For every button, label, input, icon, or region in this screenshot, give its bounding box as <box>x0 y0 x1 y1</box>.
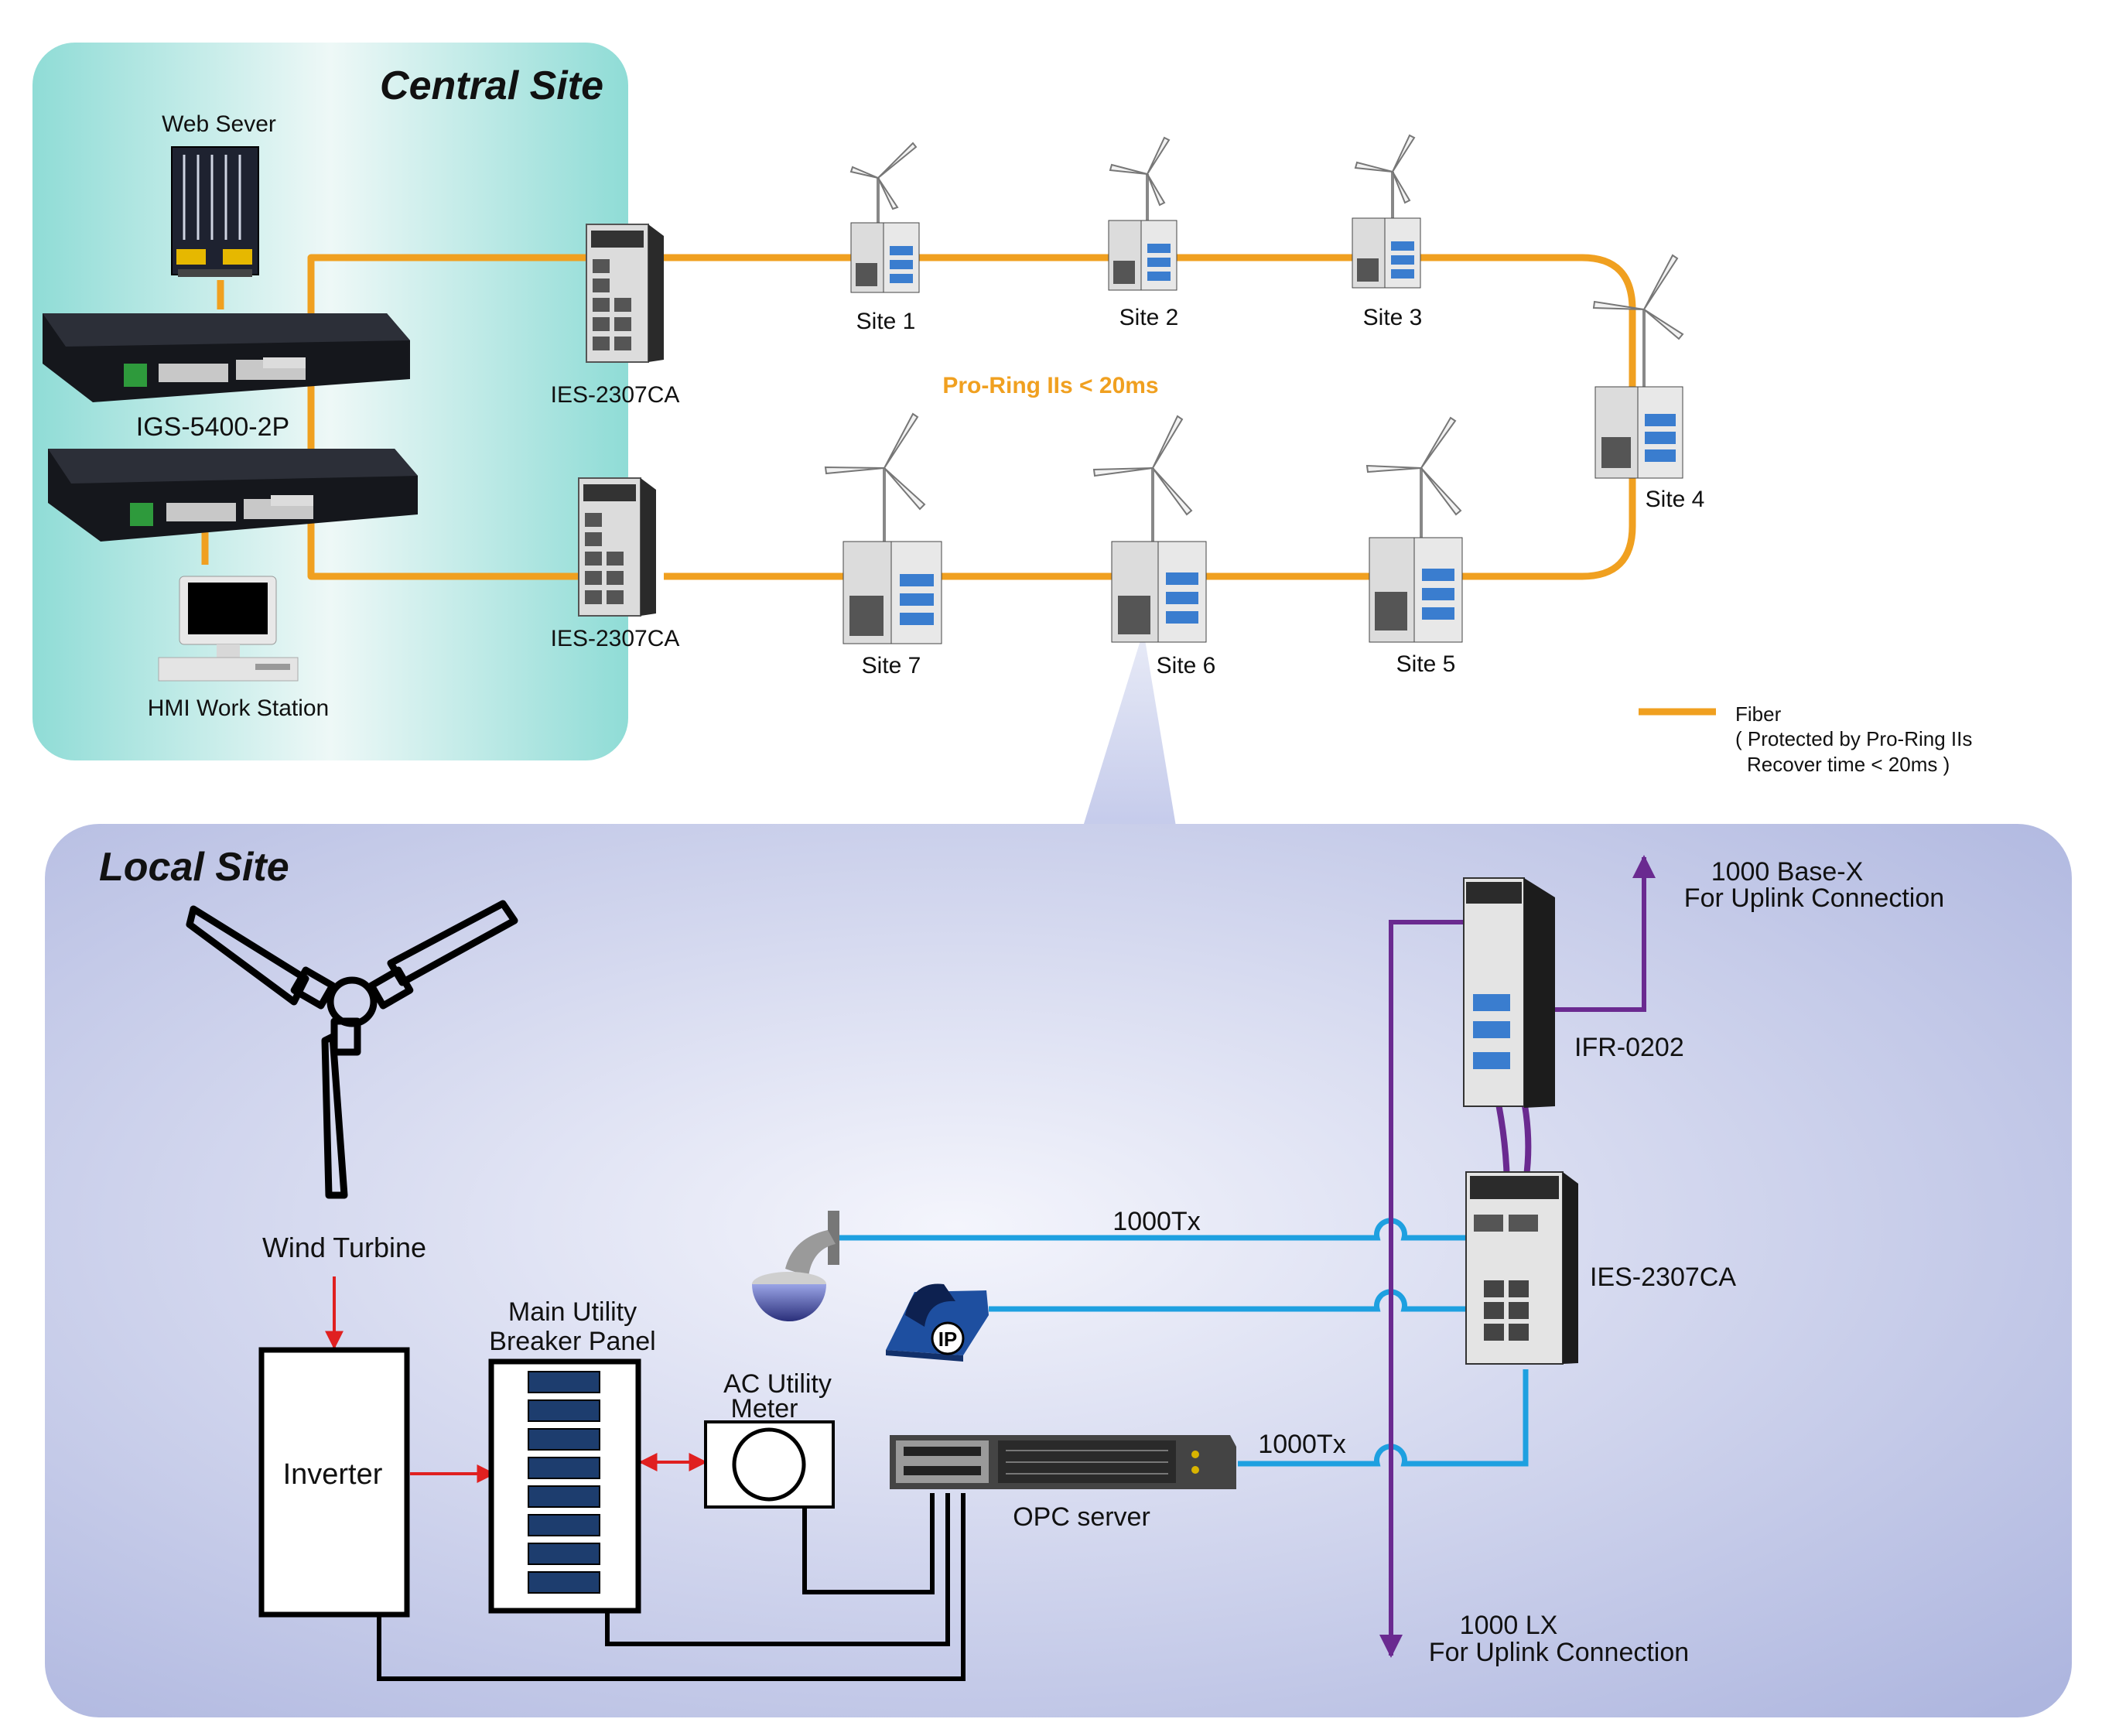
web-server-label: Web Sever <box>162 111 276 137</box>
hmi-workstation <box>158 576 299 682</box>
site-6-node <box>1092 415 1207 643</box>
site-4-node <box>1592 254 1684 479</box>
wind-turbine-icon <box>186 900 518 1199</box>
site-6-label: Site 6 <box>1157 653 1216 678</box>
site-7-node <box>824 412 942 644</box>
inverter-label: Inverter <box>283 1458 383 1491</box>
data-wiring <box>377 1493 966 1681</box>
site-4-label: Site 4 <box>1646 487 1705 512</box>
ring-label: Pro-Ring IIs < 20ms <box>942 373 1158 398</box>
ip-camera-icon <box>752 1211 839 1321</box>
tx-label-1: 1000Tx <box>1113 1207 1200 1236</box>
core-switch-label: IGS-5400-2P <box>136 412 289 442</box>
site-5-node <box>1365 416 1463 643</box>
site-1-label: Site 1 <box>856 309 916 334</box>
central-site-title: Central Site <box>380 63 603 108</box>
ies-local-label: IES-2307CA <box>1590 1263 1736 1292</box>
breaker-label-2: Breaker Panel <box>489 1327 655 1356</box>
site-1-node <box>849 142 920 293</box>
ies-switch-local <box>1465 1171 1578 1365</box>
core-switch-bottom <box>48 449 418 542</box>
local-site-title: Local Site <box>99 845 289 890</box>
site-7-label: Site 7 <box>862 653 921 678</box>
ies-central-bottom-label: IES-2307CA <box>551 626 680 651</box>
site-2-label: Site 2 <box>1119 305 1179 330</box>
legend-line-3: Recover time < 20ms ) <box>1747 753 1950 776</box>
web-server <box>171 146 259 277</box>
central-site-panel <box>32 43 628 760</box>
ies-central-top-label: IES-2307CA <box>551 382 680 408</box>
hmi-label: HMI Work Station <box>148 695 330 721</box>
ip-phone-icon: IP <box>886 1283 989 1362</box>
legend-line-2: ( Protected by Pro-Ring IIs <box>1735 727 1972 750</box>
meter-label-2: Meter <box>731 1394 798 1423</box>
ies-switch-central-bottom <box>578 477 656 617</box>
site-3-node <box>1352 134 1421 289</box>
breaker-label-1: Main Utility <box>508 1297 637 1327</box>
inverter-box <box>258 1347 410 1618</box>
callout-pointer <box>1083 630 1176 826</box>
site-2-node <box>1108 136 1177 291</box>
opc-label: OPC server <box>1013 1502 1150 1532</box>
uplink-bottom-line-2: For Uplink Connection <box>1429 1638 1689 1667</box>
power-flow-arrows <box>325 1276 708 1483</box>
uplink-top-line-2: For Uplink Connection <box>1684 883 1944 913</box>
tx-label-2: 1000Tx <box>1258 1430 1345 1459</box>
legend-line-1: Fiber <box>1735 702 1782 726</box>
ac-meter <box>704 1420 835 1509</box>
site-5-label: Site 5 <box>1396 651 1456 677</box>
core-switch-top <box>43 313 410 402</box>
site-3-label: Site 3 <box>1363 305 1423 330</box>
uplink-top-line-1: 1000 Base-X <box>1711 857 1864 887</box>
uplink-bottom-line-1: 1000 LX <box>1460 1611 1558 1640</box>
opc-server <box>890 1435 1236 1489</box>
ifr-0202-device <box>1463 877 1555 1108</box>
breaker-panel <box>488 1358 641 1614</box>
ifr-label: IFR-0202 <box>1574 1033 1684 1062</box>
wind-turbine-label: Wind Turbine <box>262 1232 426 1263</box>
ip-phone-text: IP <box>938 1328 958 1351</box>
meter-label-1: AC Utility <box>723 1369 832 1399</box>
ies-switch-central-top <box>586 224 664 363</box>
